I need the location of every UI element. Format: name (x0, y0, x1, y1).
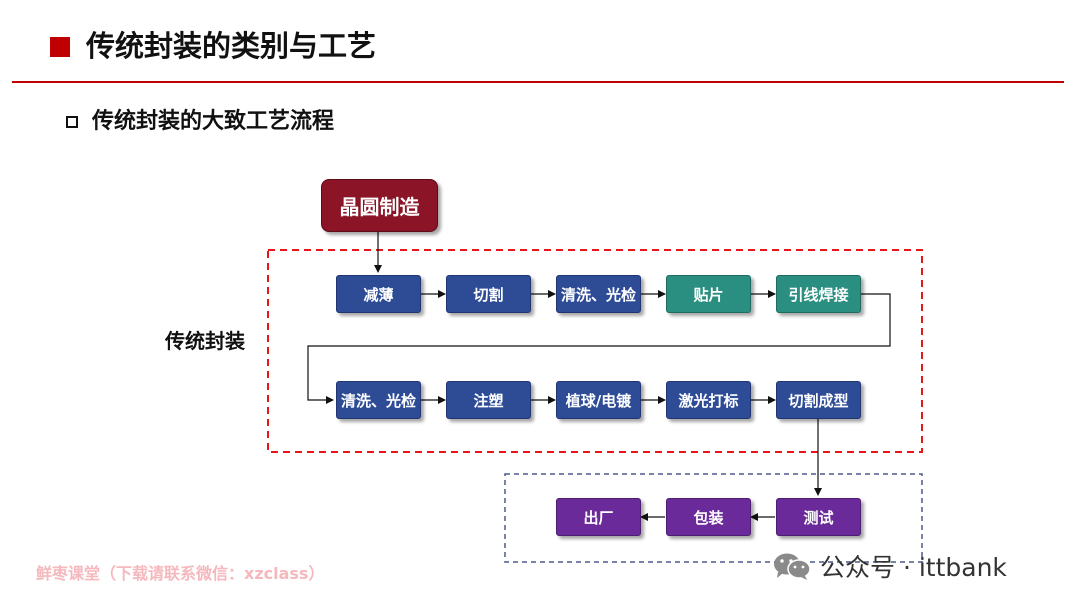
process-step-clean-inspect: 清洗、光检 (556, 275, 641, 313)
section-subtitle: 传统封装的大致工艺流程 (92, 109, 335, 134)
process-step-laser-mark: 激光打标 (666, 381, 751, 419)
square-icon (50, 37, 70, 57)
process-step-molding: 注塑 (446, 381, 531, 419)
group-frame-traditional (267, 249, 923, 453)
page-title: 传统封装的类别与工艺 (86, 29, 377, 63)
process-step-shipping: 出厂 (556, 498, 641, 536)
process-step-test: 测试 (776, 498, 861, 536)
hollow-square-icon (66, 116, 78, 128)
process-step-ball-plating: 植球/电镀 (556, 381, 641, 419)
title-divider (12, 81, 1064, 83)
group-frame-testing (504, 473, 923, 563)
process-step-thinning: 减薄 (336, 275, 421, 313)
group-label: 传统封装 (165, 329, 245, 353)
brand-tag: 公众号 · ittbank (772, 549, 1007, 583)
wafer-fab-box: 晶圆制造 (321, 179, 438, 232)
process-step-die-attach: 贴片 (666, 275, 751, 313)
brand-text: 公众号 · ittbank (820, 553, 1007, 582)
process-step-wire-bond: 引线焊接 (776, 275, 861, 313)
arrow-wrap-row1-row2 (307, 293, 891, 404)
process-step-trim-form: 切割成型 (776, 381, 861, 419)
wechat-icon (774, 553, 811, 580)
process-step-dicing: 切割 (446, 275, 531, 313)
watermark-text: 鲜枣课堂（下载请联系微信：xzclass） (36, 564, 325, 583)
process-step-clean-inspect-2: 清洗、光检 (336, 381, 421, 419)
process-step-packing: 包装 (666, 498, 751, 536)
